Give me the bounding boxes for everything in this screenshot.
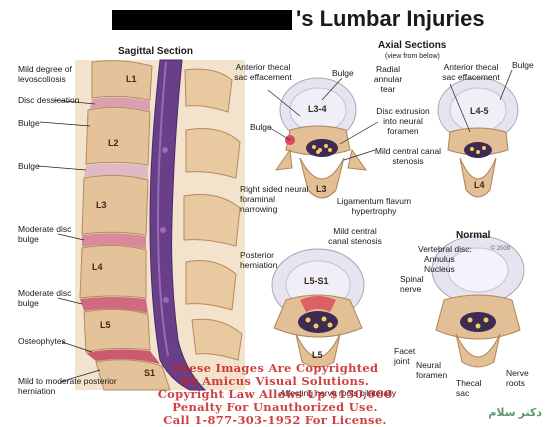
vertebra-l4: L4 <box>474 180 485 190</box>
sagittal-heading: Sagittal Section <box>118 46 194 57</box>
normal-heading: Normal <box>456 230 491 241</box>
l45-thecal-label: Anterior thecal sac effacement <box>442 62 500 82</box>
label-osteophytes: Osteophytes <box>18 336 66 346</box>
label-bulge-1: Bulge <box>18 118 40 128</box>
axial-l5s1-illustration <box>271 248 365 368</box>
normal-vertebral-disc-label: Vertebral disc: <box>418 244 472 254</box>
posterior-elements <box>183 68 243 361</box>
normal-thecal-sac-label: Thecal sac <box>456 378 482 398</box>
l34-foraminal-label: Right sided neural foraminal narrowing <box>240 184 309 214</box>
normal-nerve-roots-label: Nerve roots <box>506 368 529 388</box>
l34-tear-label: Radial annular tear <box>373 64 403 94</box>
vertebra-label-l2: L2 <box>108 138 119 148</box>
vertebra-label-l4: L4 <box>92 262 103 272</box>
level-l45: L4-5 <box>470 106 489 116</box>
l34-bulge-label: Bulge <box>332 68 354 78</box>
level-l5s1: L5-S1 <box>304 276 329 286</box>
normal-foramen-label: Neural foramen <box>416 360 448 380</box>
watermark-line-4: Penalty For Unauthorized Use. <box>172 400 378 414</box>
vertebra-label-l3: L3 <box>96 200 107 210</box>
site-logo: دکتر سلام <box>488 407 542 419</box>
intervertebral-discs <box>80 97 160 364</box>
label-posterior-herniation: Mild to moderate posterior herniation <box>18 376 117 396</box>
title: 's Lumbar Injuries <box>100 6 485 34</box>
vertebra-label-l1: L1 <box>126 74 137 84</box>
normal-facet-label: Facet joint <box>394 346 416 366</box>
normal-spinal-nerve-label: Spinal nerve <box>400 274 424 294</box>
axial-heading: Axial Sections <box>378 40 447 51</box>
axial-l45-illustration <box>437 77 519 198</box>
copyright-watermark: These Images Are Copyrighted By Amicus V… <box>150 362 400 427</box>
label-moderate-bulge-2: Moderate disc bulge <box>18 288 72 308</box>
copyright-small: © 2009 <box>490 246 510 252</box>
watermark-line-2: By Amicus Visual Solutions. <box>180 374 370 388</box>
normal-annulus-label: Annulus <box>424 254 455 264</box>
l34-thecal-label: Anterior thecal sac effacement <box>234 62 292 82</box>
l5s1-herniation-label: Posterior herniation <box>240 250 278 270</box>
vertebra-l5: L5 <box>312 350 323 360</box>
vertebra-label-s1: S1 <box>144 368 156 378</box>
label-bulge-2: Bulge <box>18 161 40 171</box>
watermark-line-3: Copyright Law Allows Up $150,000 <box>157 387 393 401</box>
axial-subheading: (view from below) <box>385 53 440 60</box>
l45-bulge-label: Bulge <box>512 60 534 70</box>
l34-extrusion-label: Disc extrusion into neural foramen <box>376 106 430 136</box>
l5s1-stenosis-label: Mild central canal stenosis <box>328 226 382 246</box>
watermark-line-1: These Images Are Copyrighted <box>171 361 379 375</box>
vertebra-label-l5: L5 <box>100 320 111 330</box>
leader-lines <box>37 69 513 383</box>
vertebra-l3: L3 <box>316 184 327 194</box>
watermark-line-5: Call 1-877-303-1952 For License. <box>163 413 387 427</box>
label-moderate-bulge-1: Moderate disc bulge <box>18 224 72 244</box>
normal-nucleus-label: Nucleus <box>424 264 455 274</box>
title-text: 's Lumbar Injuries <box>296 6 485 31</box>
l34-bulge-side-label: Bulge <box>250 122 272 132</box>
l45-stenosis-label: Mild central canal stenosis <box>374 146 442 166</box>
vertebral-bodies <box>79 60 171 391</box>
redacted-name <box>112 10 292 30</box>
label-disc-dessication: Disc dessication <box>18 95 80 105</box>
level-l34: L3-4 <box>308 104 327 114</box>
spinal-canal <box>149 59 207 391</box>
l5s1-bottom-label: Affecting nerve roots bilaterally <box>280 388 397 398</box>
nerve-root-markers <box>160 147 169 303</box>
l34-ligamentum-label: Ligamentum flavum hypertrophy <box>336 196 412 216</box>
axial-l34-illustration <box>274 77 368 199</box>
axial-normal-illustration <box>431 235 525 368</box>
label-levoscoliosis: Mild degree of levoscoliosis <box>18 64 72 84</box>
